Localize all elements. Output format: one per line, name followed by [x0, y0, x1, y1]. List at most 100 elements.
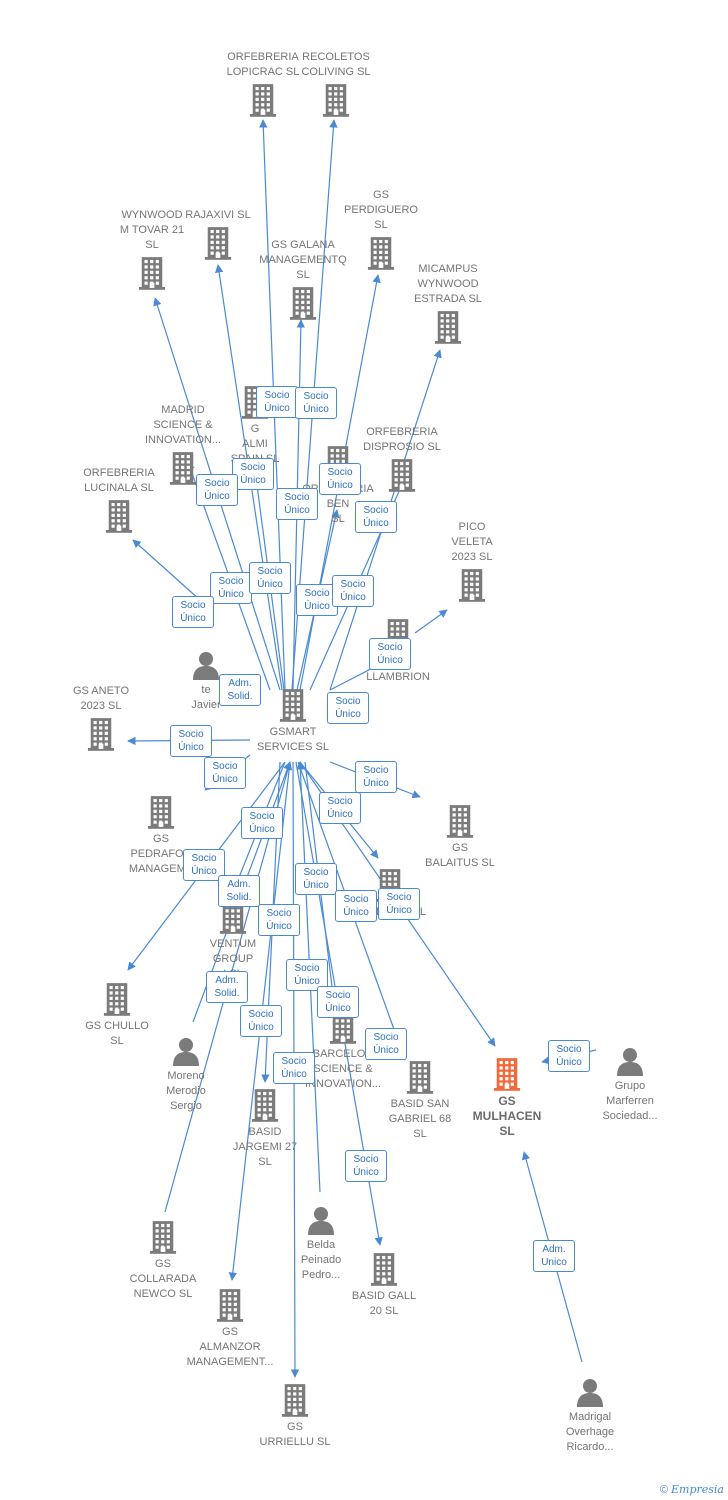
- node-label-line: MADRID: [161, 404, 205, 416]
- building-icon: [243, 286, 363, 320]
- relation-badge[interactable]: Adm.Solid.: [218, 875, 260, 907]
- person-icon: [570, 1046, 690, 1076]
- relation-badge-text: Socio: [327, 796, 353, 807]
- building-icon: [205, 1088, 325, 1122]
- building-icon: [283, 1010, 403, 1044]
- relation-badge-text: Socio: [180, 600, 206, 611]
- node-label-line: ALMANZOR: [199, 1341, 261, 1353]
- building-icon: [276, 83, 396, 117]
- node-label-line: Pedro...: [301, 1269, 341, 1281]
- relation-badge-text: Único: [304, 601, 330, 612]
- building-icon: [321, 236, 441, 270]
- person-icon: [146, 650, 266, 680]
- node-label-line: PICO: [458, 521, 486, 533]
- node-label-line: VENTUM: [209, 938, 257, 950]
- relation-badge-text: Único: [335, 709, 361, 720]
- relation-badge[interactable]: Adm.Solid.: [206, 971, 248, 1003]
- relation-badge-text: Único: [204, 491, 230, 502]
- relation-badge-text: Único: [178, 742, 204, 753]
- node-label-line: GS: [287, 1421, 303, 1433]
- node-label-line: Madrigal: [568, 1411, 612, 1423]
- relation-badge-text: Socio: [294, 963, 320, 974]
- relation-badge-text: Unico: [541, 1257, 567, 1268]
- building-icon: [342, 458, 462, 492]
- node-label-line: SERVICES SL: [257, 741, 329, 753]
- relation-badge-text: Único: [249, 824, 275, 835]
- node-label-line: COLIVING SL: [301, 66, 371, 78]
- relation-badge-text: Socio: [303, 867, 329, 878]
- person-icon: [126, 1036, 246, 1066]
- node-rajaxivi[interactable]: RAJAXIVI SL: [158, 208, 278, 260]
- building-icon: [447, 1057, 567, 1091]
- relation-badge-text: Socio: [377, 642, 403, 653]
- brand-footer: © Empresia: [660, 1483, 724, 1496]
- relation-badge[interactable]: Adm.Unico: [533, 1240, 575, 1272]
- relation-badge-text: Socio: [363, 505, 389, 516]
- relation-badge[interactable]: Adm.Solid.: [219, 674, 261, 706]
- node-label-line: LOPICRAC SL: [226, 66, 300, 78]
